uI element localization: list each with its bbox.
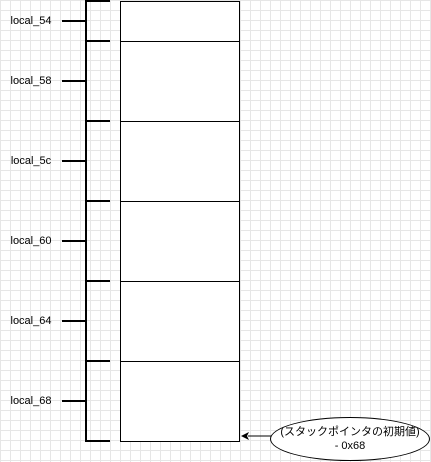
label-local-5c: local_5c	[10, 155, 52, 167]
label-local-68: local_68	[10, 395, 52, 407]
label-local-54: local_54	[10, 15, 52, 27]
tick-boundary	[85, 120, 110, 122]
tick-bottom	[85, 440, 110, 442]
annotation-line-1: (スタックポインタの初期値)	[280, 426, 420, 438]
stack-pointer-annotation: (スタックポインタの初期値) - 0x68	[270, 417, 430, 461]
stack-cell	[120, 201, 240, 282]
stack-cell	[120, 1, 240, 42]
tick-label-pointer	[62, 80, 87, 82]
tick-boundary	[85, 360, 110, 362]
label-local-60: local_60	[10, 235, 52, 247]
pointer-arrow	[241, 432, 272, 440]
tick-label-pointer	[62, 320, 87, 322]
tick-label-pointer	[62, 20, 87, 22]
stack-cell	[120, 121, 240, 202]
tick-boundary	[85, 280, 110, 282]
stack-cell	[120, 41, 240, 122]
scale-axis	[85, 0, 87, 442]
tick-boundary	[85, 40, 110, 42]
tick-label-pointer	[62, 240, 87, 242]
stack-cell	[120, 281, 240, 362]
tick-label-pointer	[62, 160, 87, 162]
label-local-58: local_58	[10, 75, 52, 87]
tick-label-pointer	[62, 400, 87, 402]
tick-top	[85, 0, 110, 2]
tick-boundary	[85, 200, 110, 202]
label-local-64: local_64	[10, 315, 52, 327]
stack-cell	[120, 361, 240, 442]
annotation-line-2: - 0x68	[334, 440, 366, 452]
